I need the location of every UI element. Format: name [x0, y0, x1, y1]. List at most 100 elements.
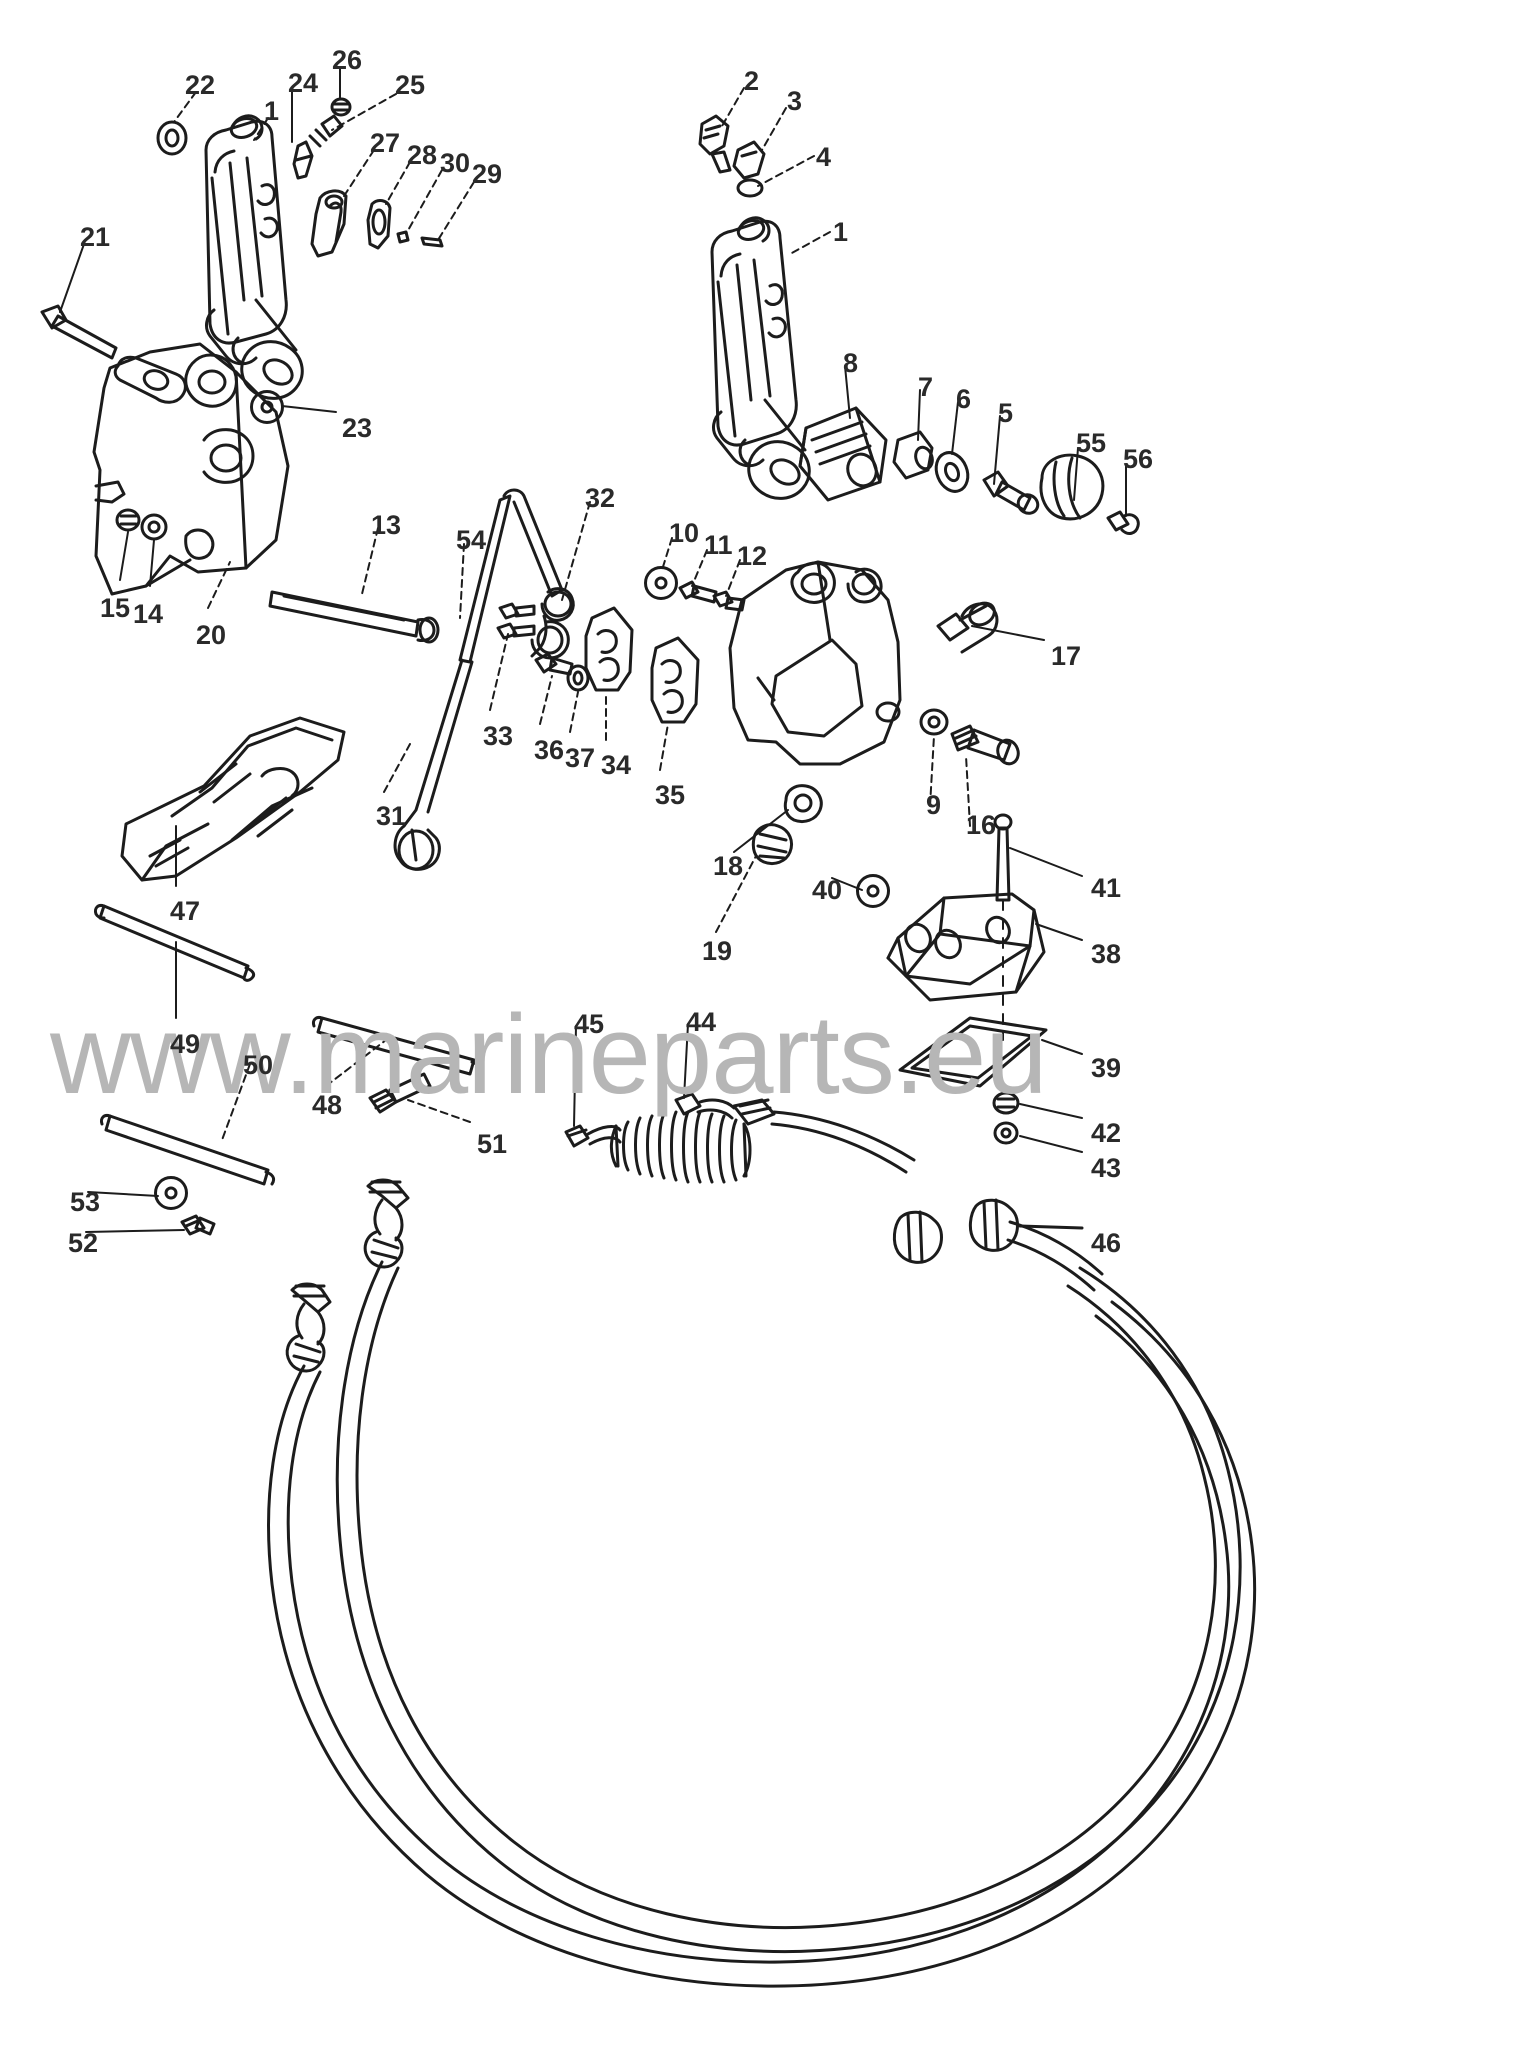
washer-43 [993, 1121, 1019, 1145]
callout-11: 11 [704, 530, 733, 560]
callout-24: 24 [288, 68, 319, 98]
bushing-19 [751, 823, 793, 866]
leader-lines [59, 67, 1127, 1233]
steering-link-54 [393, 488, 575, 871]
callout-55: 55 [1076, 428, 1107, 458]
watermark: www.marineparts.eu [50, 992, 1048, 1117]
callout-13: 13 [371, 510, 402, 540]
bolt-51 [368, 1072, 432, 1114]
callout-8: 8 [843, 348, 859, 378]
washer-42 [992, 1091, 1020, 1115]
callout-41: 41 [1091, 873, 1122, 903]
washer-14 [140, 513, 168, 541]
callout-53: 53 [70, 1187, 101, 1217]
callout-47: 47 [170, 896, 201, 926]
callout-35: 35 [655, 780, 686, 810]
callout-17: 17 [1051, 641, 1082, 671]
callout-10: 10 [669, 518, 700, 548]
callout-29: 29 [472, 159, 503, 189]
callout-5: 5 [998, 398, 1014, 428]
callout-39: 39 [1091, 1053, 1122, 1083]
callout-12: 12 [737, 541, 768, 571]
callout-7: 7 [918, 372, 934, 402]
callout-48: 48 [312, 1090, 343, 1120]
callout-16: 16 [966, 810, 997, 840]
trim-cylinder-left [204, 114, 304, 400]
callout-38: 38 [1091, 939, 1122, 969]
callout-26: 26 [332, 45, 363, 75]
callout-4: 4 [816, 142, 832, 172]
callout-22: 22 [185, 70, 216, 100]
washer-6 [934, 451, 970, 493]
callout-44: 44 [686, 1007, 717, 1037]
seal-4 [736, 178, 764, 198]
rod-13 [268, 590, 440, 644]
callout-25: 25 [395, 70, 426, 100]
callout-49: 49 [170, 1029, 201, 1059]
callout-3: 3 [787, 86, 803, 116]
bolt-21 [40, 304, 118, 360]
bolt-52 [180, 1214, 216, 1236]
nut-40 [856, 874, 890, 908]
callout-45: 45 [574, 1009, 605, 1039]
bolt-33-upper [498, 602, 536, 620]
callout-21: 21 [80, 222, 111, 252]
bolt-11 [678, 580, 718, 604]
callout-54: 54 [456, 525, 487, 555]
bolt-33-lower [496, 622, 536, 640]
plate-35 [650, 636, 700, 724]
callout-51: 51 [477, 1129, 508, 1159]
callout-46: 46 [1091, 1228, 1122, 1258]
callout-50: 50 [243, 1050, 274, 1080]
hose-assembly [267, 1092, 1257, 1988]
bushing-7 [892, 430, 934, 480]
fitting-2 [698, 114, 732, 174]
screw-56 [1106, 510, 1140, 535]
bolt-16 [950, 724, 1020, 766]
callout-32: 32 [585, 483, 616, 513]
bushing-18 [783, 784, 823, 824]
callout-31: 31 [376, 801, 407, 831]
callout-30: 30 [440, 148, 471, 178]
bolt-12 [712, 590, 746, 612]
callout-6: 6 [956, 384, 972, 414]
trim-tab-47 [120, 716, 346, 882]
cap-55 [1039, 453, 1105, 521]
callout-1: 1 [264, 96, 280, 126]
nut-53 [154, 1176, 188, 1210]
washer-15 [115, 508, 141, 532]
callout-27: 27 [370, 128, 401, 158]
callout-42: 42 [1091, 1118, 1122, 1148]
callout-56: 56 [1123, 444, 1154, 474]
trim-cylinder-right [710, 216, 811, 500]
pin-41 [993, 813, 1013, 902]
callout-43: 43 [1091, 1153, 1122, 1183]
callout-36: 36 [534, 735, 565, 765]
rod-48 [312, 1016, 482, 1076]
gasket-39 [898, 1016, 1048, 1088]
callout-23: 23 [342, 413, 373, 443]
valve-block-38 [886, 892, 1046, 1002]
callout-9: 9 [926, 790, 942, 820]
washer-37 [566, 664, 590, 692]
sleeve-8 [798, 406, 888, 502]
callout-37: 37 [565, 743, 596, 773]
callout-34: 34 [601, 750, 632, 780]
rod-47 [94, 904, 256, 982]
callout-52: 52 [68, 1228, 99, 1258]
fitting-3 [732, 140, 766, 180]
bolt-17 [936, 601, 999, 654]
callout-15: 15 [100, 593, 131, 623]
transom-bracket-left [92, 342, 290, 596]
callout-1: 1 [833, 217, 849, 247]
callout-18: 18 [713, 851, 744, 881]
rod-50 [100, 1114, 276, 1186]
callout-33: 33 [483, 721, 514, 751]
bolt-5 [982, 470, 1040, 515]
transom-bracket-right [728, 560, 902, 766]
callout-40: 40 [812, 875, 843, 905]
callout-28: 28 [407, 140, 438, 170]
callout-2: 2 [744, 66, 760, 96]
